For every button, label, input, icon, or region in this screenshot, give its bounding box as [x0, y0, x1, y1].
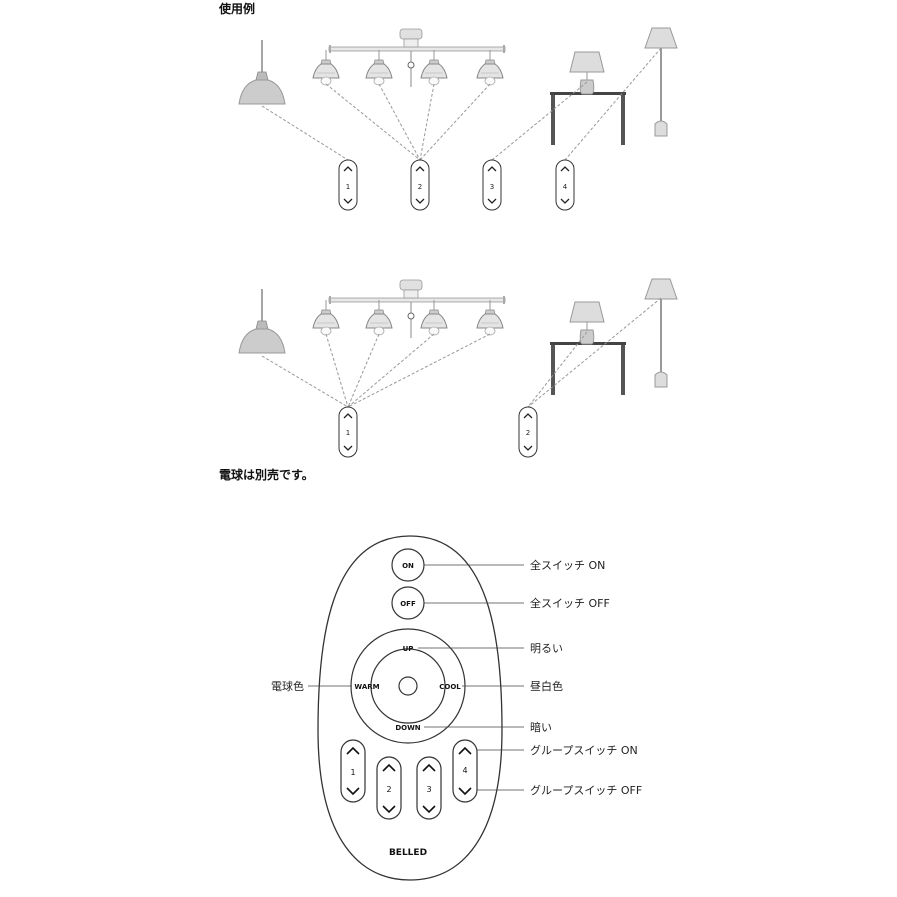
- group-button-label: 1: [350, 768, 355, 777]
- off-button-label: OFF: [400, 600, 416, 608]
- group-button-2[interactable]: 2: [376, 756, 402, 820]
- spot-shade-icon: [365, 299, 393, 336]
- off-button[interactable]: OFF: [391, 586, 425, 620]
- callout-daylight: 昼白色: [530, 679, 563, 693]
- center-button[interactable]: [398, 676, 418, 696]
- callout-darker: 暗い: [530, 720, 552, 734]
- spot-shade-icon: [365, 49, 393, 86]
- callout-lines: [308, 564, 524, 791]
- callout-brighter: 明るい: [530, 642, 563, 655]
- floor-lamp-icon: [644, 278, 678, 388]
- pendant-lamp-icon: [238, 288, 286, 354]
- capsule-label: 2: [418, 183, 422, 191]
- down-button[interactable]: DOWN: [395, 724, 420, 732]
- spot-shade-icon: [312, 299, 340, 336]
- capsule-label: 2: [526, 429, 530, 437]
- warm-button[interactable]: WARM: [354, 683, 379, 691]
- pendant-lamp-icon: [238, 39, 286, 105]
- group-button-label: 4: [462, 766, 467, 775]
- floor-lamp-icon: [644, 27, 678, 137]
- spot-shade-icon: [312, 49, 340, 86]
- up-button[interactable]: UP: [403, 645, 414, 653]
- capsule-label: 1: [346, 429, 350, 437]
- brand-logo-text: BELLED: [389, 848, 427, 858]
- table-lamp-icon: [569, 301, 605, 345]
- cool-button[interactable]: COOL: [439, 683, 461, 691]
- group-button-4[interactable]: 4: [452, 739, 478, 803]
- bulbs-sold-separately-note: 電球は別売です。: [219, 468, 314, 482]
- group-button-3[interactable]: 3: [416, 756, 442, 820]
- example2-group: 1 2: [238, 278, 678, 458]
- group-button-1[interactable]: 1: [340, 739, 366, 803]
- table-lamp-icon: [569, 51, 605, 95]
- side-table-icon: [550, 342, 626, 395]
- callout-bulb-color: 電球色: [271, 679, 304, 693]
- remote-control: ON OFF UP DOWN WARM COOL 1: [317, 535, 503, 881]
- callout-group-on: グループスイッチ ON: [530, 743, 638, 757]
- group-button-label: 2: [386, 785, 391, 794]
- spot-shade-icon: [476, 299, 504, 336]
- capsule-label: 1: [346, 183, 350, 191]
- callout-all-on: 全スイッチ ON: [530, 558, 605, 572]
- callout-all-off: 全スイッチ OFF: [530, 596, 610, 610]
- usage-example-heading: 使用例: [219, 2, 256, 16]
- example1-group: 1 2 3 4: [238, 27, 678, 211]
- spot-shade-icon: [420, 299, 448, 336]
- pairing-lines: [261, 297, 662, 408]
- spot-shade-icon: [420, 49, 448, 86]
- group-button-label: 3: [426, 785, 431, 794]
- on-button-label: ON: [402, 562, 414, 570]
- side-table-icon: [550, 92, 626, 145]
- on-button[interactable]: ON: [391, 548, 425, 582]
- spot-shade-icon: [476, 49, 504, 86]
- capsule-label: 3: [490, 183, 494, 191]
- ceiling-fixture-icon: [328, 279, 506, 339]
- callout-group-off: グループスイッチ OFF: [530, 783, 642, 797]
- capsule-label: 4: [563, 183, 568, 191]
- pairing-lines: [261, 47, 662, 161]
